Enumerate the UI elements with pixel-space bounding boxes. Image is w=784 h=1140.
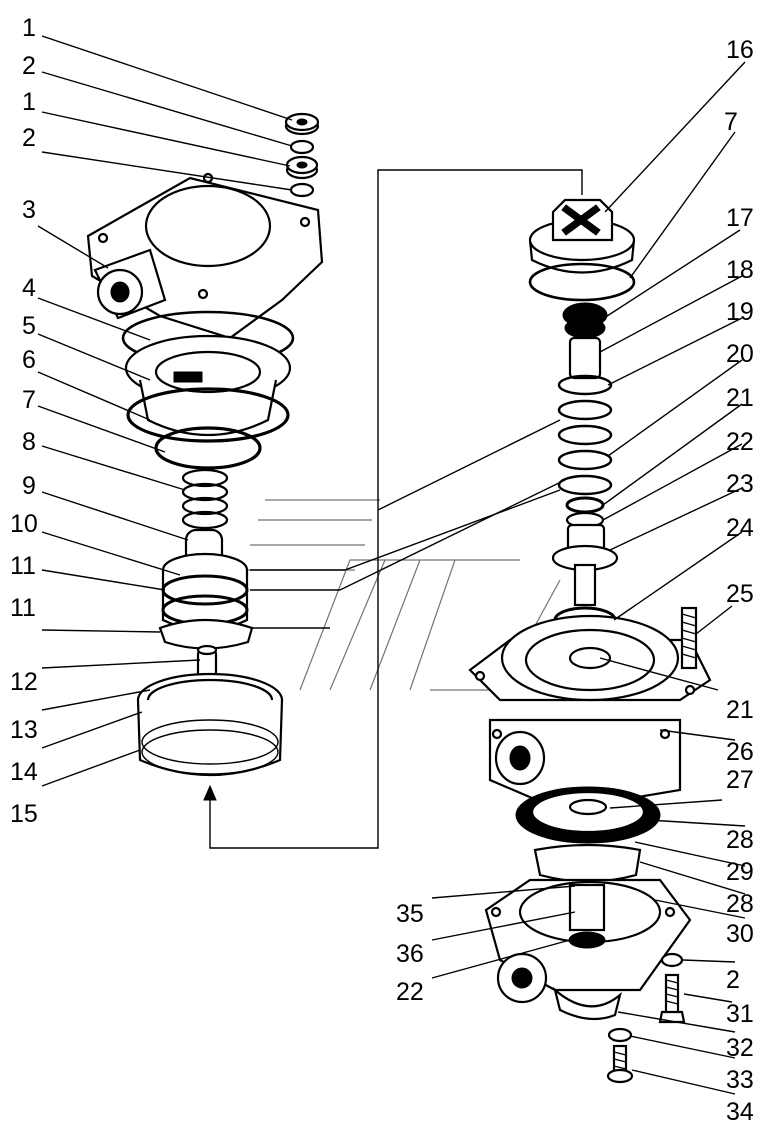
ring-14-15: [136, 672, 284, 777]
label-1b: 1: [22, 88, 36, 116]
label-5: 5: [22, 312, 36, 340]
label-2: 2: [22, 52, 36, 80]
label-28: 28: [726, 826, 754, 854]
label-13: 13: [10, 716, 38, 744]
label-12: 12: [10, 668, 38, 696]
label-25: 25: [726, 580, 754, 608]
screw-34: [606, 1044, 634, 1084]
ring-29: [533, 843, 642, 883]
label-3: 3: [22, 196, 36, 224]
label-22: 22: [726, 428, 754, 456]
labels-bottom-center: 35 36 22: [396, 900, 424, 1006]
label-11b: 11: [10, 594, 36, 622]
label-16: 16: [726, 36, 754, 64]
bolt-25: [680, 606, 698, 670]
o-ring-7-right: [528, 262, 636, 302]
leader-lines: [37, 35, 746, 1095]
label-7: 7: [22, 386, 36, 414]
label-7-right: 7: [724, 108, 738, 136]
label-34: 34: [726, 1098, 754, 1126]
washer-12: [158, 618, 254, 650]
label-17: 17: [726, 204, 754, 232]
cap-16: [528, 198, 636, 274]
label-24: 24: [726, 514, 754, 542]
nut-top-1: [284, 112, 320, 136]
label-32: 32: [726, 1034, 754, 1062]
labels-left: 1 2 1 2 3 4 5 6 7 8 9 10 11 11 12 13 14 …: [10, 14, 38, 828]
label-6: 6: [22, 346, 36, 374]
label-29: 29: [726, 858, 754, 886]
label-15: 15: [10, 800, 38, 828]
label-28b: 28: [726, 890, 754, 918]
assembly-connection-arrow: [203, 169, 583, 849]
washer-2: [289, 139, 315, 155]
piston-5: [124, 334, 292, 437]
washer-33: [607, 1027, 633, 1043]
label-1: 1: [22, 14, 36, 42]
sleeve-23: [551, 523, 619, 607]
bolt-31: [658, 973, 686, 1024]
valve-9-10-11: [161, 528, 249, 632]
left-assembly: [86, 112, 324, 777]
valve-cover-3: [86, 172, 324, 340]
label-23: 23: [726, 470, 754, 498]
label-21: 21: [726, 384, 754, 412]
seal-17: [562, 302, 608, 339]
washer-2-right: [660, 952, 684, 968]
spring-8: [181, 468, 229, 530]
diaphragm-27-28: [515, 786, 661, 844]
label-14: 14: [10, 758, 38, 786]
right-assembly: [468, 198, 712, 1084]
label-9: 9: [22, 472, 36, 500]
spring-20: [557, 374, 613, 496]
label-10: 10: [10, 510, 38, 538]
o-ring-6: [126, 387, 290, 443]
nut-1: [285, 155, 319, 180]
label-22-bottom: 22: [396, 978, 424, 1006]
housing-26: [468, 614, 712, 812]
label-30: 30: [726, 920, 754, 948]
washer-2b: [289, 182, 315, 198]
stem-18: [568, 336, 602, 380]
label-35: 35: [396, 900, 424, 928]
label-21b: 21: [726, 696, 754, 724]
label-19: 19: [726, 298, 754, 326]
label-31: 31: [726, 1000, 754, 1028]
label-36: 36: [396, 940, 424, 968]
label-2-right: 2: [726, 966, 740, 994]
labels-right: 16 7 17 18 19 20 21 22 23 24 25 21 26 27…: [724, 36, 754, 1126]
label-8: 8: [22, 428, 36, 456]
label-11: 11: [10, 552, 36, 580]
label-33: 33: [726, 1066, 754, 1094]
label-2b: 2: [22, 124, 36, 152]
label-18: 18: [726, 256, 754, 284]
label-4: 4: [22, 274, 36, 302]
housing-30: [484, 878, 692, 1021]
label-26: 26: [726, 738, 754, 766]
label-20: 20: [726, 340, 754, 368]
label-27: 27: [726, 766, 754, 794]
o-ring-21: [565, 496, 605, 514]
